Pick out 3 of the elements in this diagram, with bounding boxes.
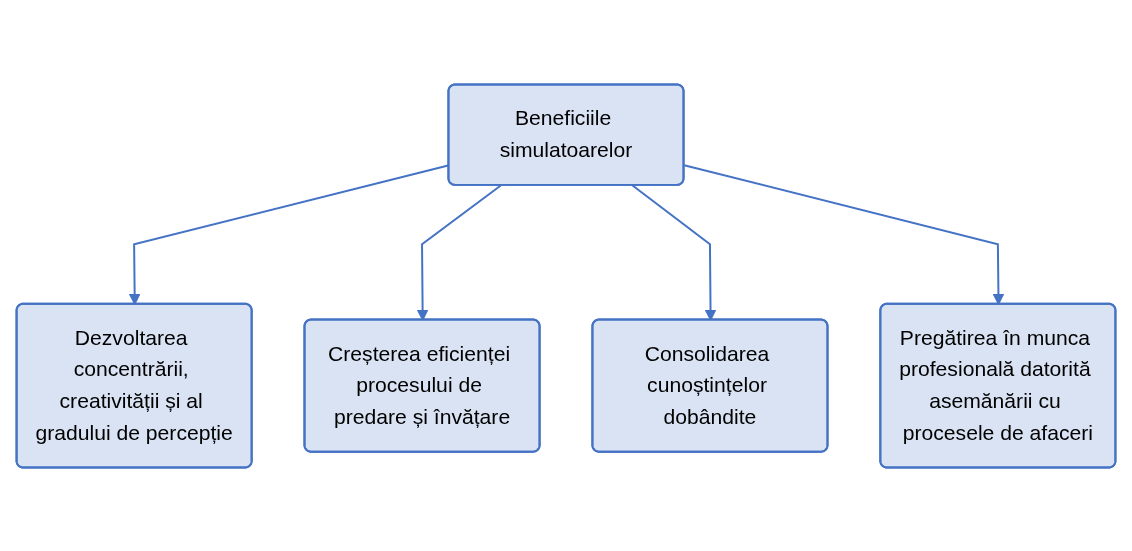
arrow <box>631 184 717 321</box>
arrow <box>416 184 502 321</box>
arrow <box>683 163 1005 305</box>
